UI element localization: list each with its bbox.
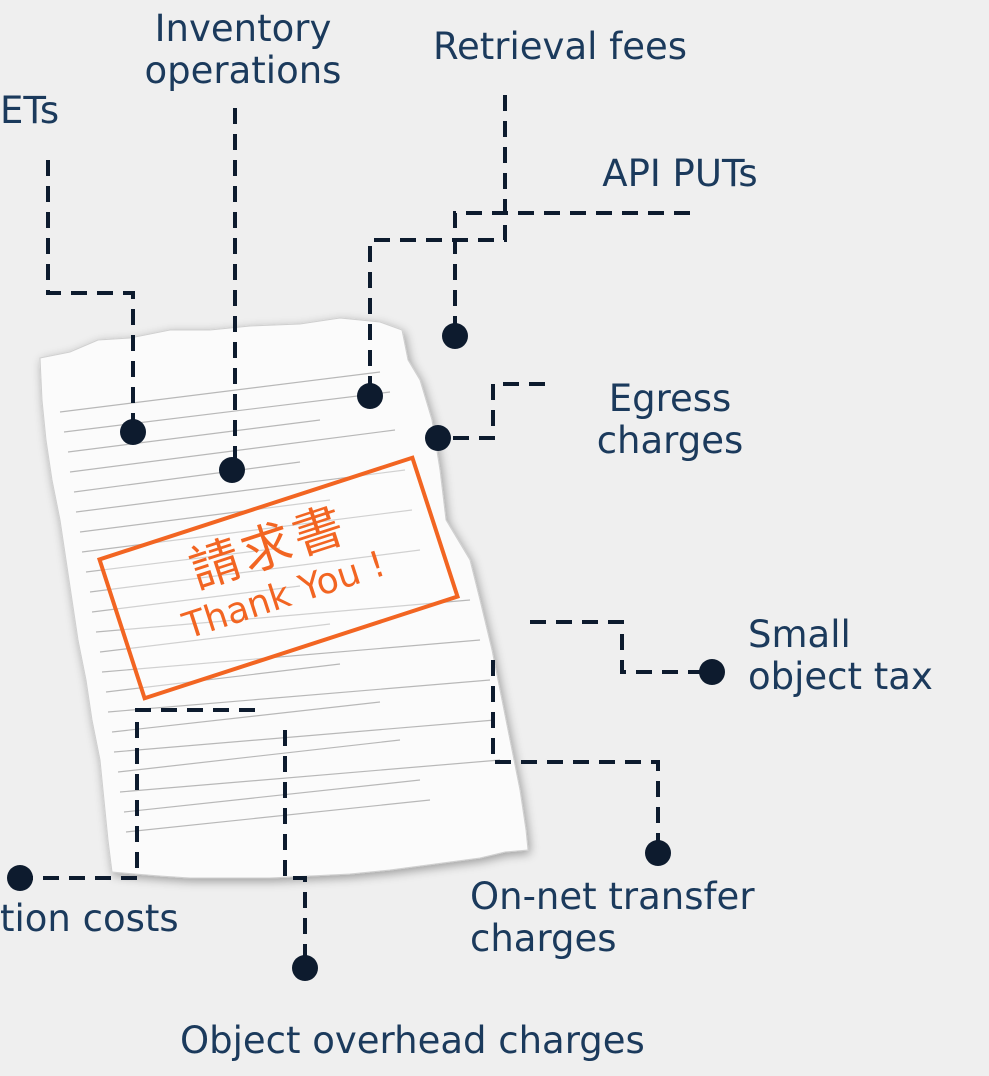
dot-on-net [645, 840, 671, 866]
invoice-paper [39, 317, 529, 879]
label-api-puts: API PUTs [602, 152, 758, 195]
label-object-overhead: Object overhead charges [180, 1019, 645, 1062]
dot-api-puts [442, 323, 468, 349]
dot-small-object [699, 659, 725, 685]
connector-on-net [491, 660, 660, 853]
dot-object-overhead [292, 955, 318, 981]
label-on-net: On-net transfer charges [470, 875, 755, 960]
label-migration: tion costs [0, 897, 179, 940]
dot-retrieval [357, 383, 383, 409]
connector-dots [7, 323, 725, 981]
label-small-object: Small object tax [748, 613, 933, 698]
dot-inventory [219, 457, 245, 483]
dot-gets [120, 419, 146, 445]
dot-egress [425, 425, 451, 451]
invoice-text-lines [59, 371, 501, 833]
connector-api-puts [453, 211, 690, 336]
connector-retrieval [368, 95, 507, 396]
connector-small-object [530, 620, 712, 674]
label-egress: Egress charges [596, 377, 744, 462]
connector-migration [20, 708, 255, 880]
label-gets: ETs [0, 89, 60, 132]
dot-migration [7, 865, 33, 891]
connector-object-overhead [283, 730, 307, 968]
connector-lines [20, 95, 712, 968]
connector-egress [440, 382, 545, 440]
connector-gets [46, 160, 135, 432]
label-retrieval: Retrieval fees [432, 25, 687, 68]
label-inventory: Inventory operations [144, 7, 342, 92]
